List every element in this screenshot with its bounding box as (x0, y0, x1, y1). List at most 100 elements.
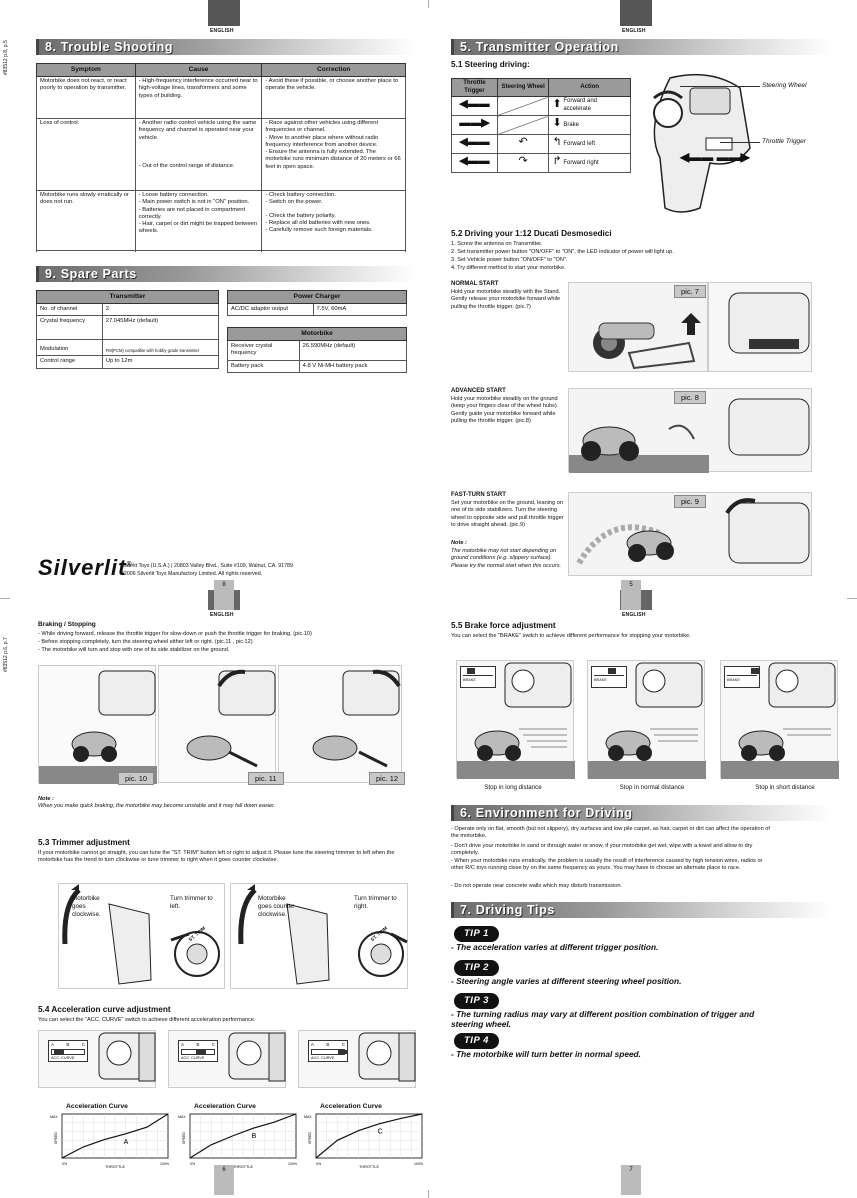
throttle-forward-arrow-icon: ▬▬▶ (451, 115, 498, 135)
acc-curve-switch[interactable]: A B C ACC. CURVE (308, 1040, 348, 1062)
action-label: Forward and accelerate (563, 98, 598, 112)
curve-line-a (61, 1113, 169, 1159)
turn-right-arrow-icon: ↱ (552, 155, 562, 167)
switch-letter: B (66, 1042, 70, 1047)
turn-left-arrow-icon: ↰ (552, 136, 562, 148)
environment-line: - Do not operate near concrete walls whi… (451, 883, 622, 889)
transmitter-panel (708, 282, 812, 372)
braking-line: - While driving forward, release the thr… (38, 631, 312, 637)
spec-label: Battery pack (227, 360, 300, 374)
section-title-spare: 9. Spare Parts (36, 266, 416, 282)
table-row: ▬▬▶ ⬇ Brake (451, 115, 631, 135)
symptom-cell: Motorbike does not react, or react poorl… (36, 76, 136, 119)
tip-text: - The motorbike will turn better in norm… (451, 1049, 641, 1059)
acc-curve-switch[interactable]: A B C ACC. CURVE (48, 1040, 88, 1062)
correction-line: - Carefully remove such foreign material… (265, 227, 373, 234)
column-header: Cause (134, 62, 263, 78)
page-number: 6 (214, 1165, 234, 1195)
trimmer-right-trim: Turn trimmer to right. (354, 895, 397, 911)
braking-illustration-3 (278, 665, 402, 783)
trimmer-text: If your motorbike cannot go straight, yo… (38, 850, 395, 864)
spec-value: 26.590MHz (default) (298, 340, 408, 362)
correction-cell: - Avoid these if possible, or choose ano… (261, 76, 406, 119)
table-row: Motorbike does not react, or react poorl… (36, 76, 406, 119)
fastturn-start-heading: FAST-TURN START (451, 492, 506, 498)
steering-title: 5.1 Steering driving: (451, 60, 530, 69)
brake-switch[interactable]: BRAKE (591, 666, 627, 688)
x-min-label: 0% (190, 1162, 195, 1166)
trimmer-right-bike: Motorbike goes counter clockwise. (258, 895, 295, 919)
table-row: Loss of control. - Another radio control… (36, 118, 406, 191)
y-max-label: MAX (304, 1115, 312, 1119)
crop-mark (428, 1190, 429, 1198)
driving-title: 5.2 Driving your 1:12 Ducati Desmosedici (451, 229, 612, 238)
leader-line (720, 142, 760, 143)
section-title-tips: 7. Driving Tips (451, 902, 831, 918)
column-header: Correction (261, 62, 406, 78)
page-number: 7 (621, 1165, 641, 1195)
rotate-left-arrow-icon: ↶ (496, 134, 550, 154)
environment-line: - When your motorbike runs erratically, … (451, 858, 763, 872)
section-title-environment: 6. Environment for Driving (451, 805, 831, 821)
action-cell: ⬆ Forward and accelerate (548, 96, 631, 116)
brake-force-title: 5.5 Brake force adjustment (451, 621, 556, 630)
x-max-label: 100% (414, 1162, 423, 1166)
driving-step: 2. Set transmitter power button "ON/OFF"… (451, 249, 674, 255)
environment-line: - Don't drive your motorbike in sand or … (451, 843, 753, 857)
series-label: C (378, 1129, 383, 1136)
curve-line-c (315, 1113, 423, 1159)
side-code-top: #83512 p.8, p.5 (3, 40, 9, 75)
driving-step: 4. Try different method to start your mo… (451, 265, 566, 271)
switch-letter: B (196, 1042, 200, 1047)
section-title-trouble: 8. Trouble Shooting (36, 39, 416, 55)
switch-letter: C (81, 1042, 85, 1047)
action-cell: ↱ Forward right (548, 153, 631, 173)
braking-heading: Braking / Stopping (38, 621, 96, 628)
pic-label: pic. 12 (369, 772, 406, 786)
tip-text: - The acceleration varies at different t… (451, 942, 659, 952)
throttle-back-arrow-icon: ◀▬▬ (451, 153, 498, 173)
correction-line: - Replace all old batteries with new one… (265, 219, 371, 226)
acc-curve-switch[interactable]: A B C ACC. CURVE (178, 1040, 218, 1062)
steering-neutral-cell (496, 115, 550, 135)
spec-label: Receiver crystal frequency (227, 340, 300, 362)
column-header: Throttle Trigger (451, 78, 498, 97)
switch-caption: ACC. CURVE (181, 1055, 205, 1060)
correction-line: - Switch on the power. (265, 199, 323, 206)
crop-mark (428, 0, 429, 8)
trimmer-illustration-right (230, 883, 408, 989)
action-label: Brake (563, 122, 580, 128)
spec-label: AC/DC adaptor output (227, 303, 314, 317)
action-label: Forward left (563, 141, 596, 147)
brake-switch[interactable]: BRAKE (724, 666, 760, 688)
switch-caption: ACC. CURVE (51, 1055, 75, 1060)
fastturn-start-text: Set your motorbike on the ground, leanin… (451, 500, 564, 528)
side-code-bottom: #83512 p.6, p.7 (3, 637, 9, 672)
switch-caption: ACC. CURVE (311, 1055, 335, 1060)
throttle-back-arrow-icon: ◀▬▬ (451, 134, 498, 154)
driving-step: 3. Set Vehicle power button "ON/OFF" to … (451, 257, 568, 263)
header-tab (208, 0, 240, 26)
switch-caption: BRAKE (727, 678, 740, 682)
braking-line: - Before stopping completely, turn the s… (38, 639, 253, 645)
tip-badge: TIP 4 (454, 1033, 499, 1049)
braking-illustration-2 (158, 665, 276, 783)
accel-text: You can select the "ACC. CURVE" switch t… (38, 1017, 256, 1023)
section-title-transmitter-op: 5. Transmitter Operation (451, 39, 831, 55)
action-cell: ↰ Forward left (548, 134, 631, 154)
cause-line: - Hair, carpet or dirt might be trapped … (138, 221, 258, 235)
correction-line: - Move to another place where without ra… (265, 134, 379, 148)
trimmer-illustration-left (58, 883, 225, 989)
switch-letter: A (311, 1042, 315, 1047)
accel-title: 5.4 Acceleration curve adjustment (38, 1005, 171, 1014)
crop-mark (0, 598, 10, 599)
brake-switch[interactable]: BRAKE (460, 666, 496, 688)
down-arrow-icon: ⬇ (552, 117, 562, 129)
acc-curve-switch-panel (38, 1030, 156, 1088)
brand-copyright: ©2006 Silverlit Toys Manufactory Limited… (120, 571, 263, 577)
